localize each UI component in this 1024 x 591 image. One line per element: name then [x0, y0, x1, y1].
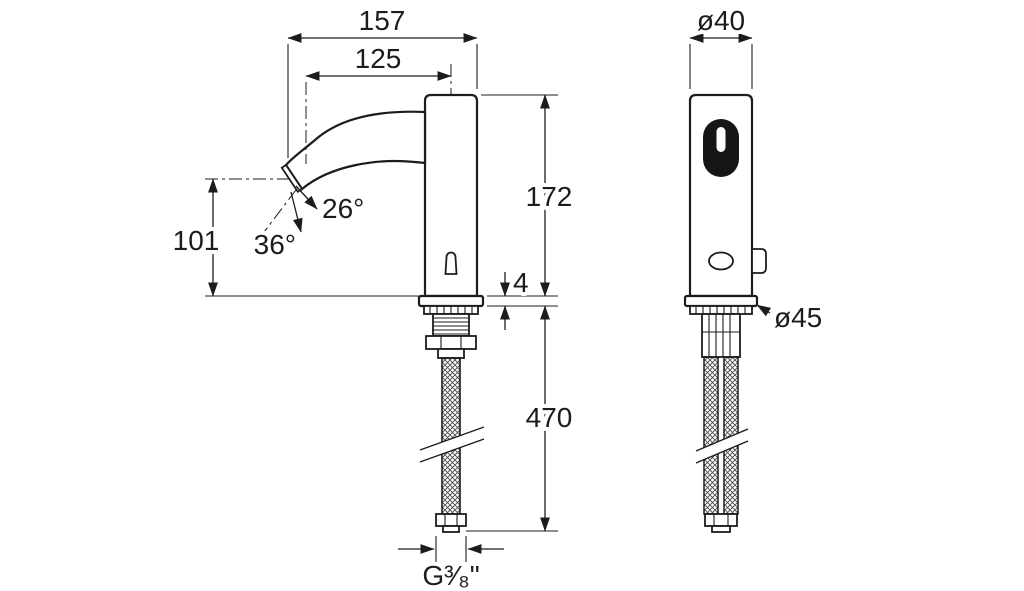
dim-101-label: 101	[173, 225, 220, 256]
base-plate-front	[683, 294, 759, 308]
dim-172-label: 172	[526, 181, 573, 212]
threaded-shank-front	[701, 313, 741, 358]
break-symbol-side	[419, 426, 485, 463]
dimension-annotations: 157 125 ø40 172 4 470 101 26° 36°	[169, 1, 827, 591]
hose-connector-front	[704, 513, 738, 533]
angle-line-36	[290, 191, 303, 233]
angle-line-26	[295, 185, 318, 210]
aerator-tip	[280, 163, 304, 194]
dim-157-label: 157	[359, 5, 406, 36]
dim-d40-label: ø40	[697, 5, 745, 36]
supply-hose-front-left	[703, 356, 719, 515]
dim-4-label: 4	[513, 267, 529, 298]
hose-connector-side	[435, 513, 467, 533]
dim-125-label: 125	[355, 43, 402, 74]
base-plate-side	[417, 294, 485, 308]
dim-470-label: 470	[526, 402, 573, 433]
side-view	[205, 64, 485, 533]
faucet-body-side	[423, 93, 479, 298]
base-gasket-side	[423, 305, 479, 315]
dim-d45-label: ø45	[774, 302, 822, 333]
dim-26deg-label: 26°	[322, 193, 364, 224]
body-keyhole-detail	[444, 251, 458, 275]
base-gasket-front	[689, 305, 753, 315]
mounting-nut-side	[425, 335, 477, 350]
dim-36deg-label: 36°	[254, 229, 296, 260]
front-view	[683, 93, 767, 533]
threaded-shank-side	[432, 313, 470, 337]
body-oval-detail	[708, 251, 734, 271]
shank-step-side	[437, 348, 465, 359]
dim-thread-label: G³⁄₈"	[422, 560, 479, 591]
leader-line-d45	[756, 304, 772, 317]
sensor-window-highlight	[716, 127, 726, 152]
break-symbol-front	[695, 428, 749, 464]
side-knob	[751, 248, 767, 274]
spout	[284, 110, 427, 191]
